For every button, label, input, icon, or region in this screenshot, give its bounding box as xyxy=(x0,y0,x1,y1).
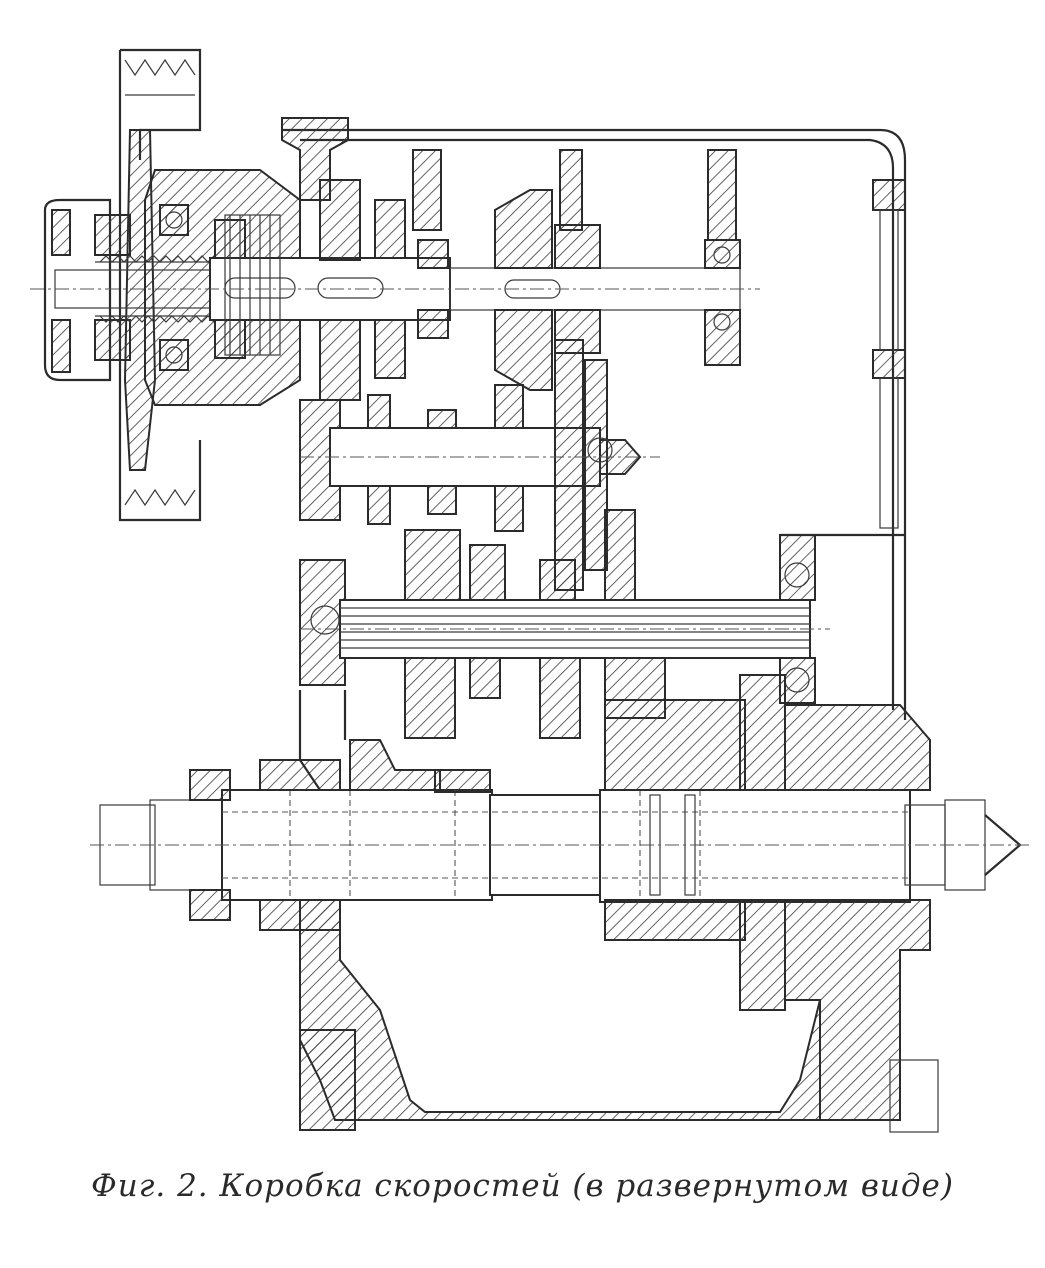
input-shaft xyxy=(30,179,760,401)
gearbox-drawing xyxy=(30,48,1030,1133)
housing-base xyxy=(298,690,939,1133)
intermediate-shaft xyxy=(299,339,660,591)
splined-shaft xyxy=(299,509,905,739)
figure-caption: Фиг. 2. Коробка скоростей (в развернутом… xyxy=(91,1168,954,1204)
spindle xyxy=(90,674,1030,1121)
